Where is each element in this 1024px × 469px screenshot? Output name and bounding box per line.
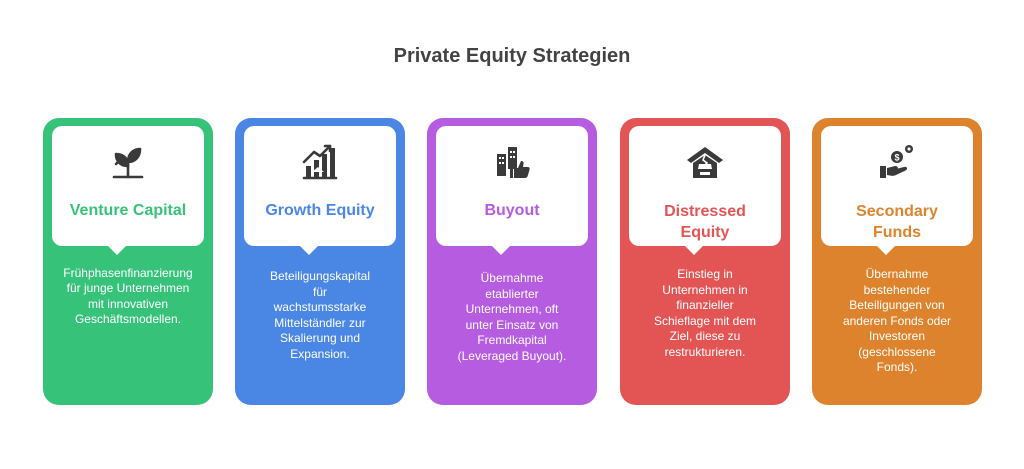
- header-pointer: [298, 244, 320, 255]
- hand-coins-icon: $: [877, 142, 917, 182]
- strategy-label: Distressed Equity: [664, 203, 746, 241]
- header-pointer: [106, 244, 128, 255]
- strategy-description: Übernahme bestehender Beteiligungen von …: [842, 267, 952, 375]
- strategy-card-distressed-equity: Distressed Equity Einstieg in Unternehme…: [620, 118, 790, 405]
- page-title: Private Equity Strategien: [393, 45, 631, 67]
- strategy-label: Venture Capital: [69, 201, 187, 219]
- card-header: Growth Equity: [244, 126, 396, 246]
- card-header: Buyout: [436, 126, 588, 246]
- header-pointer: [683, 244, 705, 255]
- header-pointer: [875, 244, 897, 255]
- strategy-description: Beteiligungskapital für wachstumsstarke …: [269, 269, 371, 361]
- strategy-description: Einstieg in Unternehmen in finanzieller …: [653, 267, 757, 359]
- strategy-label: Secondary Funds: [856, 203, 938, 241]
- strategy-card-venture-capital: Venture Capital Frühphasenfinanzierung f…: [43, 118, 213, 405]
- card-header: $ Secondary Funds: [821, 126, 973, 246]
- card-header: Venture Capital: [52, 126, 204, 246]
- strategy-label: Growth Equity: [265, 201, 375, 219]
- strategy-description: Übernahme etablierter Unternehmen, oft u…: [457, 271, 567, 363]
- sprout-icon: [108, 142, 148, 182]
- growth-chart-icon: [300, 142, 340, 182]
- buildings-thumbs-up-icon: [492, 142, 532, 182]
- strategy-card-growth-equity: Growth Equity Beteiligungskapital für wa…: [235, 118, 405, 405]
- card-header: Distressed Equity: [629, 126, 781, 246]
- header-pointer: [490, 244, 512, 255]
- svg-text:$: $: [894, 153, 899, 163]
- strategy-description: Frühphasenfinanzierung für junge Unterne…: [63, 265, 193, 327]
- strategy-card-secondary-funds: $ Secondary Funds Übernahme bestehender …: [812, 118, 982, 405]
- strategy-label: Buyout: [484, 201, 540, 219]
- broken-house-icon: [685, 142, 725, 182]
- strategy-card-buyout: Buyout Übernahme etablierter Unternehmen…: [427, 118, 597, 405]
